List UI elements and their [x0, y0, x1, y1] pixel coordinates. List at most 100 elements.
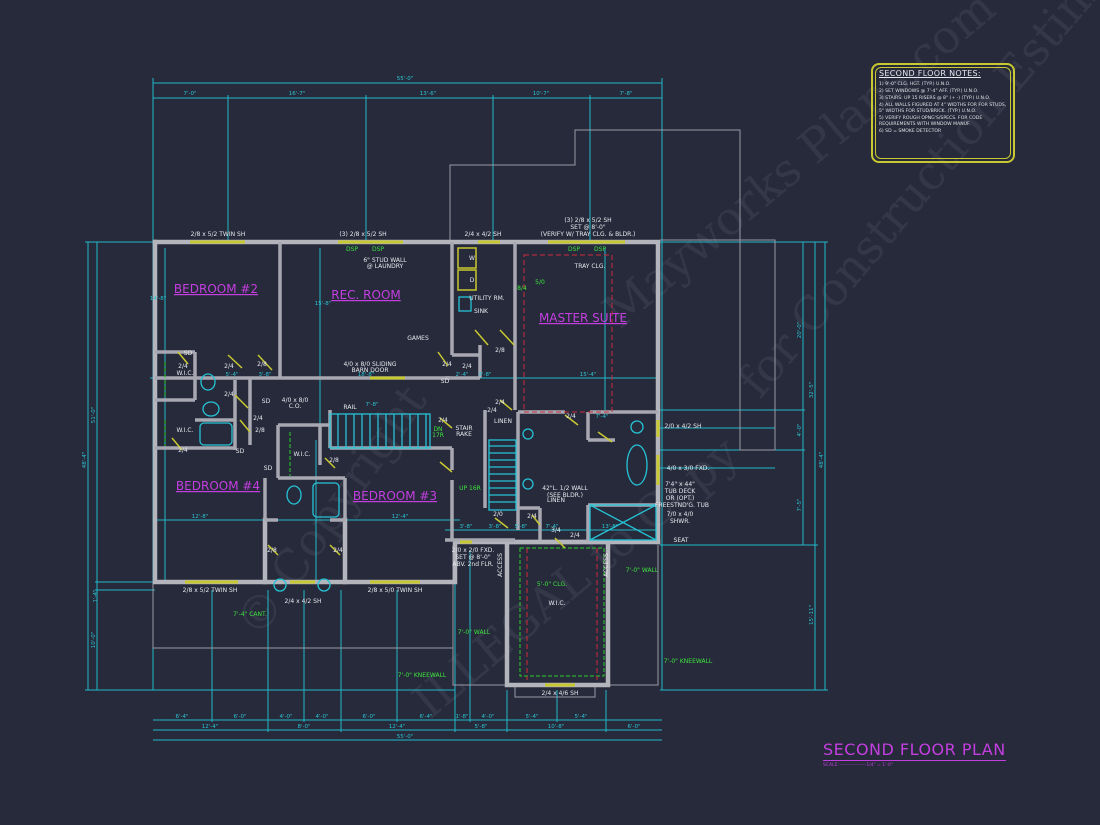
dimension-lines [85, 78, 828, 741]
green-annotation: DN [433, 426, 442, 433]
dimension-right: 32'-5" [809, 382, 815, 399]
door-size-label: 2/4 [224, 391, 234, 398]
annotation-text: TUB DECK [664, 488, 697, 495]
green-annotation: 7'-0" WALL [458, 629, 491, 636]
dimension-bottom: 6'-4" [175, 714, 188, 720]
annotation-text: 2/4 x 4/2 SH [465, 231, 502, 238]
dimension-interior: 13'-8" [602, 524, 619, 530]
annotation-text: GAMES [407, 335, 429, 342]
annotation-text: W.I.C. [177, 370, 194, 377]
dimension-bottom-total: 55'-0" [397, 734, 414, 740]
dimension-interior: 4'-8" [478, 372, 491, 378]
annotation-text: 4/0 x 8/0 SLIDING [343, 361, 396, 368]
annotation-text: SD [262, 398, 271, 405]
annotation-text: 7/0 x 4/0 [667, 511, 694, 518]
annotation-text: SHWR. [670, 518, 690, 525]
annotation-text: @ LAUNDRY [367, 263, 404, 270]
dimension-right: 48'-4" [819, 452, 825, 469]
note-item: 4) ALL WALLS FIGURED AT 4" WIDTHS FOR FO… [879, 103, 1007, 114]
dimension-interior: 12'-8" [192, 514, 209, 520]
dimension-right: 20'-0" [797, 322, 803, 339]
interior-walls [155, 242, 658, 542]
dimension-bottom: 4'-0" [279, 714, 292, 720]
dimension-interior: 7'-8" [365, 402, 378, 408]
annotation-text: 2/8 x 5/2 TWIN SH [191, 231, 246, 238]
dimension-bottom: 6'-0" [362, 714, 375, 720]
annotation-text: OR (OPT.) [666, 495, 695, 502]
annotation-text: 4/0 x 3/0 FXD. [667, 465, 710, 472]
notes-title: SECOND FLOOR NOTES: [879, 69, 981, 78]
green-annotation: 7'-4" CANT. [233, 611, 267, 618]
green-annotation: DSP [372, 246, 384, 253]
dimension-top: 7'-8" [619, 91, 632, 97]
dimension-interior: 18'-8" [358, 372, 375, 378]
annotation-text: RAIL [343, 404, 357, 411]
annotation-text: RAKE [456, 431, 472, 438]
annotation-text: ACCESS [497, 553, 504, 577]
annotation-text: W [469, 255, 475, 262]
annotation-text: 2/8 x 5/2 TWIN SH [183, 587, 238, 594]
door-size-label: 2/8 [257, 361, 267, 368]
door-size-label: 2/4 [224, 363, 234, 370]
door-size-label: 2/4 [438, 417, 448, 424]
door-size-label: 2/4 [253, 415, 263, 422]
annotation-text: C.O. [289, 403, 302, 410]
door-size-label: 2/8 [495, 347, 505, 354]
dimension-bottom: 12'-4" [389, 724, 406, 730]
annotation-text: SEAT [674, 537, 689, 544]
annotation-text: LINEN [494, 418, 512, 425]
door-size-label: 2/4 [527, 513, 537, 520]
dimension-bottom: 6'-0" [233, 714, 246, 720]
dimension-interior: 3'-8" [258, 372, 271, 378]
door-size-label: 2/0 [493, 511, 503, 518]
annotation-text: SD [236, 448, 245, 455]
green-annotation: DSP [594, 246, 606, 253]
annotation-text: 7'4" x 44" [665, 481, 695, 488]
door-swings [171, 329, 613, 556]
dimension-interior: 5'-8" [514, 524, 527, 530]
dimension-top: 13'-6" [420, 91, 437, 97]
fixtures [164, 247, 657, 680]
annotation-text: W.I.C. [549, 600, 566, 607]
dimension-bottom: 5'-4" [525, 714, 538, 720]
annotation-text: W.I.C. [294, 451, 311, 458]
windows [185, 240, 660, 687]
dimension-bottom: 5'-4" [574, 714, 587, 720]
door-size-label: 2/8 [255, 427, 265, 434]
drawing-title: SECOND FLOOR PLAN [823, 740, 1006, 761]
annotation-text: SD [184, 350, 193, 357]
annotation-text: ABV. 2nd FLR. [452, 561, 493, 568]
dimension-top: 10'-7" [533, 91, 550, 97]
dimension-right: 15'-11" [809, 605, 815, 625]
door-size-label: 2/4 [178, 447, 188, 454]
drawing-scale: SCALE: ----------------1/4" = 1'-0" [823, 763, 893, 768]
green-annotation: DSP [568, 246, 580, 253]
door-size-label: 2/4 [487, 407, 497, 414]
dimension-left: 10'-0" [91, 632, 97, 649]
green-annotation: 5'-0" CLG. [537, 581, 567, 588]
room-label: MASTER SUITE [539, 311, 627, 325]
room-label: BEDROOM #4 [176, 479, 260, 493]
dimension-interior: 12'-4" [392, 514, 409, 520]
annotation-text: SD [264, 465, 273, 472]
annotation-text: D [470, 277, 475, 284]
dimension-interior: 7'-4" [545, 524, 558, 530]
dimension-left: 48'-4" [82, 452, 88, 469]
dimension-interior: 15'-4" [580, 372, 597, 378]
dimension-right: 7'-5" [797, 498, 803, 511]
green-annotation: 7'-0" WALL [626, 567, 659, 574]
annotation-text: 6" STUD WALL [363, 257, 407, 264]
annotation-text: SD [441, 378, 450, 385]
door-size-label: 2/8 [267, 547, 277, 554]
annotation-text: (3) 2/8 x 5/2 SH [339, 231, 386, 238]
door-size-label: 2/4 [442, 361, 452, 368]
annotation-text: 2/0 x 4/2 SH [665, 423, 702, 430]
dimension-bottom: 8'-0" [297, 724, 310, 730]
dimension-top: 16'-7" [289, 91, 306, 97]
dimension-left: 1'-4" [93, 589, 99, 602]
dimension-top-total: 55'-0" [397, 76, 414, 82]
dimension-top: 7'-0" [183, 91, 196, 97]
note-item: 6) SD = SMOKE DETECTOR [879, 129, 942, 134]
door-size-label: 2/8 [329, 457, 339, 464]
dimension-bottom: 6'-4" [419, 714, 432, 720]
